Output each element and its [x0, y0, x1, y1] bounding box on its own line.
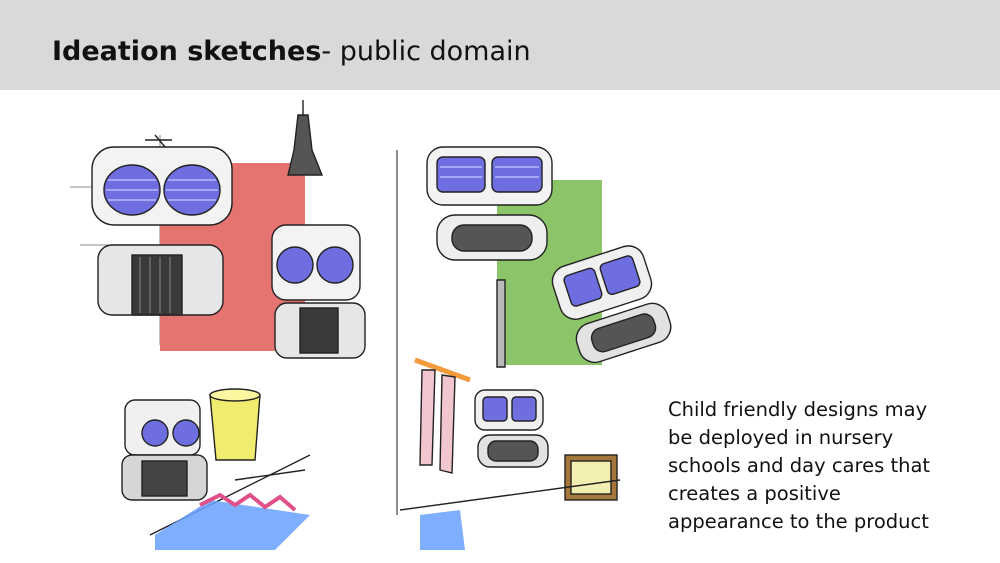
left-sketch-group	[70, 100, 366, 550]
ideation-sketch-image	[70, 100, 672, 550]
caption-line: Child friendly designs may	[668, 398, 928, 421]
caption-line: appearance to the product	[668, 510, 929, 533]
right-sketch-group	[399, 146, 672, 550]
title-bar	[0, 0, 1000, 90]
slide-caption: Child friendly designs may be deployed i…	[668, 396, 988, 536]
caption-line: creates a positive	[668, 482, 841, 505]
caption-line: schools and day cares that	[668, 454, 931, 477]
slide-title-bold: Ideation sketches	[52, 36, 322, 67]
slide-title-rest: - public domain	[321, 36, 531, 67]
slide-title: Ideation sketches- public domain	[52, 36, 531, 67]
caption-line: be deployed in nursery	[668, 426, 894, 449]
